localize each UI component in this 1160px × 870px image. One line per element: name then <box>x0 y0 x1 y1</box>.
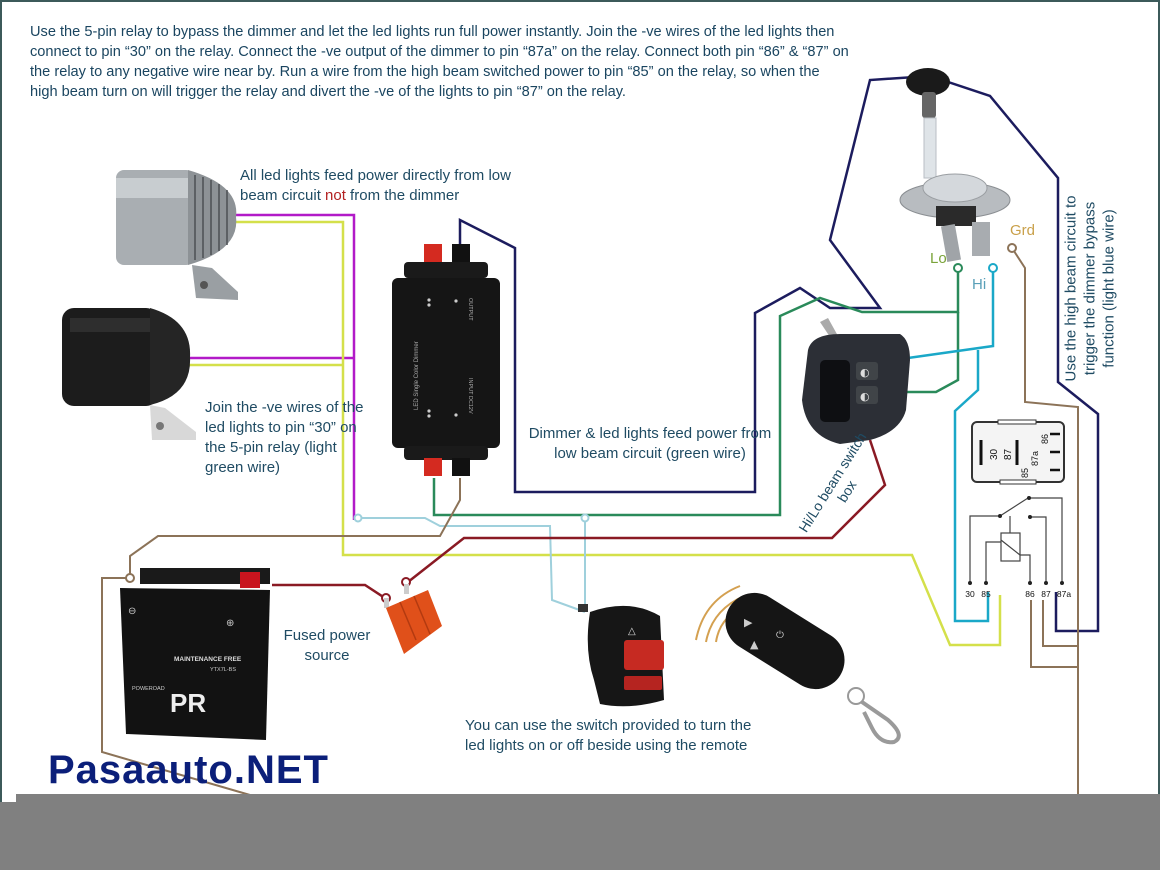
relay-pin-87: 87 <box>1041 589 1051 599</box>
led-dimmer-module: LED Single Color Dimmer OUTPUT INPUT DC1… <box>392 244 500 476</box>
wire-cyan <box>907 268 995 360</box>
battery-brand: POWEROAD <box>132 686 165 692</box>
remote-power-icon: ⏻ <box>776 630 784 641</box>
hi-terminal-label: Hi <box>972 276 987 293</box>
wire-red <box>407 439 887 583</box>
relay-top-pin-85: 85 <box>1020 468 1030 478</box>
wire-brown <box>1030 600 1078 668</box>
wire-brown <box>101 577 251 796</box>
wire-red <box>272 583 389 602</box>
wire-navy <box>458 74 1100 633</box>
led-feed-text-1: All led lights feed power directly from … <box>240 167 511 204</box>
terminal-hi <box>988 263 998 273</box>
intro-instructions: Use the 5-pin relay to bypass the dimmer… <box>30 24 849 100</box>
headlight-high-icon: ◐ <box>860 390 870 403</box>
relay-top-pin-87: 87 <box>1003 448 1014 460</box>
led-feed-not: not <box>325 187 346 204</box>
wire-brown <box>1011 247 1079 800</box>
terminal-battery-neg <box>125 573 135 583</box>
h4-headlight-bulb <box>899 68 1011 262</box>
terminal-join <box>353 513 363 523</box>
lo-terminal-label: Lo <box>930 250 947 267</box>
wire-cyan <box>953 350 990 623</box>
led-feed-text-2: from the dimmer <box>345 187 460 204</box>
relay-top-pin-86: 86 <box>1040 434 1050 444</box>
dimmer-label: LED Single Color Dimmer <box>414 341 420 410</box>
watermark: Pasaauto.NET <box>48 748 329 792</box>
wire-light-blue <box>358 517 586 613</box>
headlight-low-icon: ◐ <box>860 366 870 379</box>
battery-model: YTX7L-BS <box>210 667 236 673</box>
fused-power-label: Fused power source <box>283 627 371 664</box>
dimmer-output-label: OUTPUT <box>467 298 473 321</box>
blade-fuse <box>384 584 442 654</box>
handlebar-switch: △ <box>578 604 664 707</box>
grd-terminal-label: Grd <box>1010 222 1036 239</box>
wire-green <box>432 268 960 517</box>
relay-pin-87a: 87a <box>1057 589 1071 599</box>
high-beam-note-label: Use the high beam circuit to trigger the… <box>1062 195 1118 382</box>
bottom-gray-bar-lower <box>0 802 1160 870</box>
join-ve-label: Join the -ve wires of the led lights to … <box>205 399 364 476</box>
relay-top-view: 30 87 85 87a 86 <box>971 419 1065 485</box>
relay-pin-86: 86 <box>1025 589 1035 599</box>
battery-neg-icon: ⊖ <box>128 606 136 617</box>
battery-label: MAINTENANCE FREE <box>174 656 242 663</box>
relay-top-pin-87a: 87a <box>1030 451 1040 466</box>
remote-up-icon: ▶ <box>744 616 753 629</box>
relay-pin-30: 30 <box>965 589 975 599</box>
relay-pin-dots <box>968 496 1064 585</box>
relay-pin-85: 85 <box>981 589 991 599</box>
led-feed-label: All led lights feed power directly from … <box>240 166 540 206</box>
battery-logo: PR <box>170 688 206 718</box>
wire-brown <box>1042 600 1078 647</box>
relay-top-pin-30: 30 <box>989 448 1000 460</box>
wire-magenta <box>232 213 356 520</box>
battery: ⊖ ⊕ MAINTENANCE FREE YTX7L-BS PR POWEROA… <box>120 568 270 740</box>
hazard-icon: △ <box>628 626 636 637</box>
terminal-lo <box>953 263 963 273</box>
terminal-join <box>580 513 590 523</box>
wire-light-green <box>232 220 1002 647</box>
hi-lo-switch-box: ◐ ◐ <box>802 318 910 444</box>
wire-green <box>905 312 960 394</box>
switch-note-label: You can use the switch provided to turn … <box>465 717 752 754</box>
led-light-black <box>62 308 196 440</box>
dimmer-input-label: INPUT DC12V <box>467 378 473 414</box>
rf-remote: ▶ ▲ ⏻ <box>695 585 901 745</box>
relay-schematic <box>969 497 1063 583</box>
led-light-silver <box>116 170 238 300</box>
battery-pos-icon: ⊕ <box>226 618 234 629</box>
remote-down-icon: ▲ <box>750 638 759 651</box>
dimmer-feed-label: Dimmer & led lights feed power from low … <box>528 425 772 462</box>
wire-brown <box>129 478 461 578</box>
terminal-grd <box>1007 243 1017 253</box>
